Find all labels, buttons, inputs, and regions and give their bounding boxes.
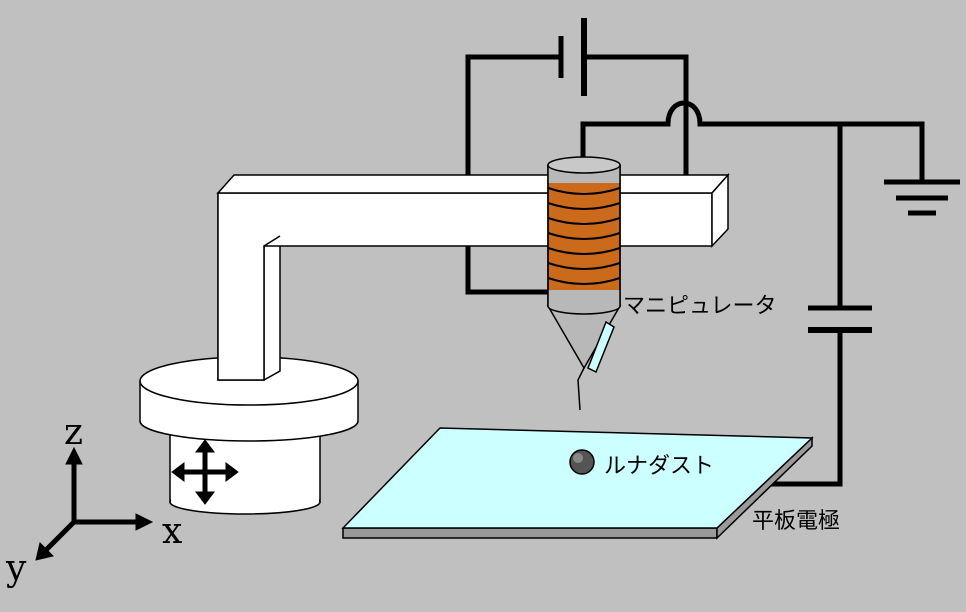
electrode-top-face <box>341 427 814 529</box>
x-axis-label: x <box>162 511 182 552</box>
lunar-dust-label: ルナダスト <box>604 454 714 479</box>
base-disk <box>139 356 359 442</box>
manipulator <box>546 156 622 411</box>
ground-icon <box>884 179 960 216</box>
coordinate-axes <box>35 446 154 561</box>
bottom-battery <box>808 305 872 333</box>
move-arrows-icon <box>171 439 239 505</box>
lunar-dust-particle <box>569 449 595 475</box>
manipulator-label: マニピュレータ <box>623 294 777 319</box>
top-battery <box>558 18 587 96</box>
y-axis-label: y <box>5 548 27 589</box>
hop-over-wire <box>580 100 925 182</box>
flat-electrode-label: 平板電極 <box>752 509 840 534</box>
arm <box>216 173 730 382</box>
circuit-wires <box>465 54 925 487</box>
coil-top-cap <box>547 156 621 174</box>
glass-rod <box>587 320 615 374</box>
flat-electrode <box>341 427 814 540</box>
electrode-lead-bottom <box>762 330 843 487</box>
z-axis-label: z <box>64 412 83 453</box>
coil-windings <box>547 187 621 285</box>
manipulator-needle <box>577 367 585 411</box>
